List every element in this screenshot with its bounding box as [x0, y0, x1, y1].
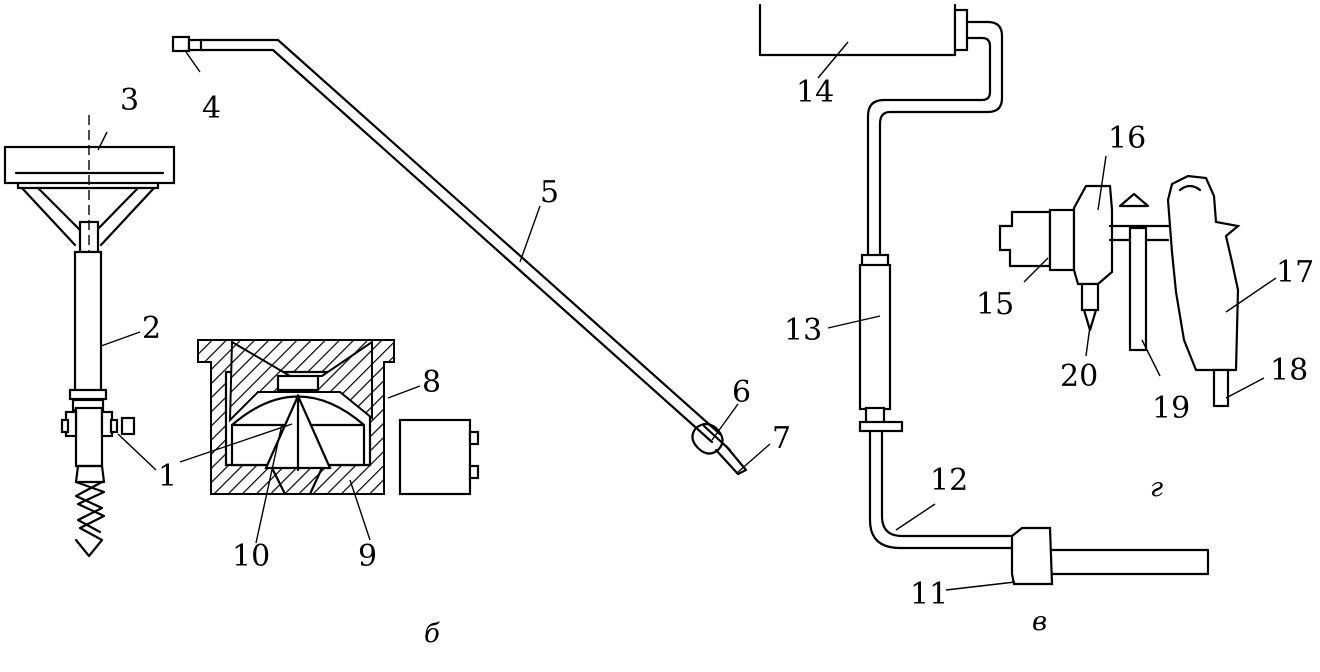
paint-roller	[758, 3, 1210, 586]
label-11: 11	[910, 577, 948, 612]
label-5: 5	[540, 175, 559, 210]
panel-label-g: г	[1150, 473, 1163, 503]
label-2: 2	[142, 311, 161, 346]
panel-label-v: в	[1032, 607, 1047, 637]
mixing-box-section	[197, 339, 480, 496]
panel-label-b: б	[424, 619, 440, 649]
label-15: 15	[976, 287, 1014, 322]
label-12: 12	[930, 463, 968, 498]
lance-tube	[171, 35, 748, 476]
label-20: 20	[1060, 359, 1098, 394]
funnel-auger-tool	[3, 115, 176, 558]
spray-gun	[998, 174, 1241, 408]
panel-letters: б в г	[424, 473, 1163, 649]
label-6: 6	[732, 375, 751, 410]
label-13: 13	[784, 313, 822, 348]
label-4: 4	[202, 91, 221, 126]
leader-lines	[97, 41, 1277, 591]
label-1: 1	[158, 459, 177, 494]
label-16: 16	[1108, 121, 1146, 156]
label-18: 18	[1270, 353, 1308, 388]
label-9: 9	[358, 539, 377, 574]
label-7: 7	[772, 421, 791, 456]
label-17: 17	[1276, 255, 1314, 290]
label-10: 10	[232, 539, 270, 574]
number-labels: 1 2 3 4 5 6 7 8 9 10 11 12 13 14 15 16 1…	[120, 75, 1314, 612]
label-8: 8	[422, 365, 441, 400]
label-19: 19	[1152, 391, 1190, 426]
label-14: 14	[796, 75, 834, 110]
label-3: 3	[120, 83, 139, 118]
